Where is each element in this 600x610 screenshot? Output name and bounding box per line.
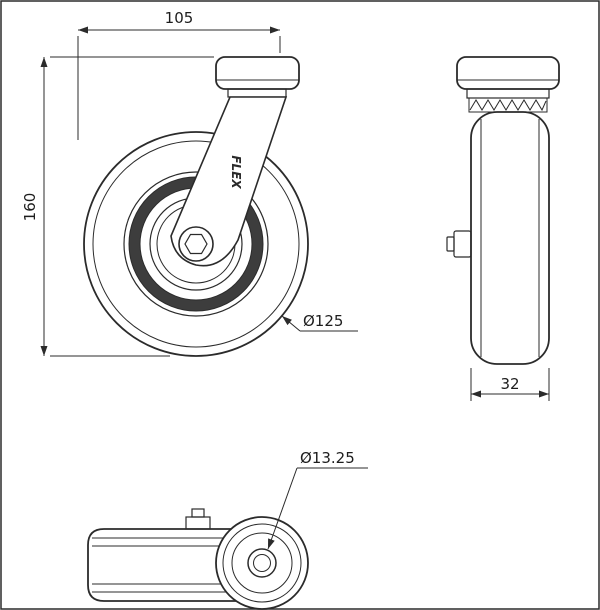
raceway-plate <box>466 88 550 99</box>
dim-bolt-hole: Ø13.25 <box>267 449 368 550</box>
tire-profile <box>470 111 550 365</box>
front-view: FLEX <box>83 56 309 357</box>
dim-160-label: 160 <box>21 193 39 222</box>
axle-bolt-tip <box>446 236 455 252</box>
arrowhead <box>471 390 481 398</box>
tire-inner-circle <box>92 140 300 348</box>
bottom-swivel-circles <box>215 516 309 610</box>
front-swivel-cap <box>215 56 300 98</box>
dim-wheel-diameter: Ø125 <box>281 312 358 332</box>
cap-outline <box>215 56 300 90</box>
swivel-neck <box>227 88 287 98</box>
arrowhead <box>40 346 48 356</box>
fork-body-outline <box>87 528 253 602</box>
side-axle-nut <box>446 230 472 258</box>
axle-bolt-top <box>191 508 205 518</box>
swivel-inner-circle <box>231 532 293 594</box>
arrowhead <box>539 390 549 398</box>
front-fork: FLEX <box>170 96 288 267</box>
dim-mount-width: 105 <box>77 9 281 140</box>
front-hub <box>178 226 214 262</box>
dim-wheel-width: 32 <box>470 368 550 401</box>
leader-line <box>267 467 298 550</box>
axle-nut-body <box>453 230 472 258</box>
side-view <box>446 56 560 365</box>
fork-leg <box>170 96 288 267</box>
dim-32-label: 32 <box>500 375 519 393</box>
thread-zigzag <box>469 99 547 112</box>
dim-13-25-label: Ø13.25 <box>300 449 355 467</box>
bolt-hole-circle <box>247 548 277 578</box>
thread-guard <box>468 97 548 113</box>
dim-125-label: Ø125 <box>303 312 343 330</box>
arrowhead <box>40 57 48 67</box>
side-wheel-profile <box>470 111 550 365</box>
tire-outer-circle <box>83 131 309 357</box>
dim-overall-height: 160 <box>21 56 214 357</box>
axle-nut-top <box>185 516 211 530</box>
dim-105-label: 105 <box>165 9 194 27</box>
arrowhead <box>268 538 275 549</box>
bottom-body <box>87 508 253 602</box>
axle-hex-nut <box>184 233 208 255</box>
side-swivel-cap <box>456 56 560 113</box>
cap-outline <box>456 56 560 90</box>
swivel-race-circle <box>222 523 302 603</box>
bolt-hole-inner-circle <box>253 554 271 572</box>
arrowhead <box>282 316 292 326</box>
arrowhead <box>78 26 88 34</box>
rim-outer-circle <box>123 171 269 317</box>
swivel-outer-circle <box>215 516 309 610</box>
arrowhead <box>270 26 280 34</box>
brand-logo: FLEX <box>229 155 243 189</box>
bottom-view <box>87 508 309 610</box>
